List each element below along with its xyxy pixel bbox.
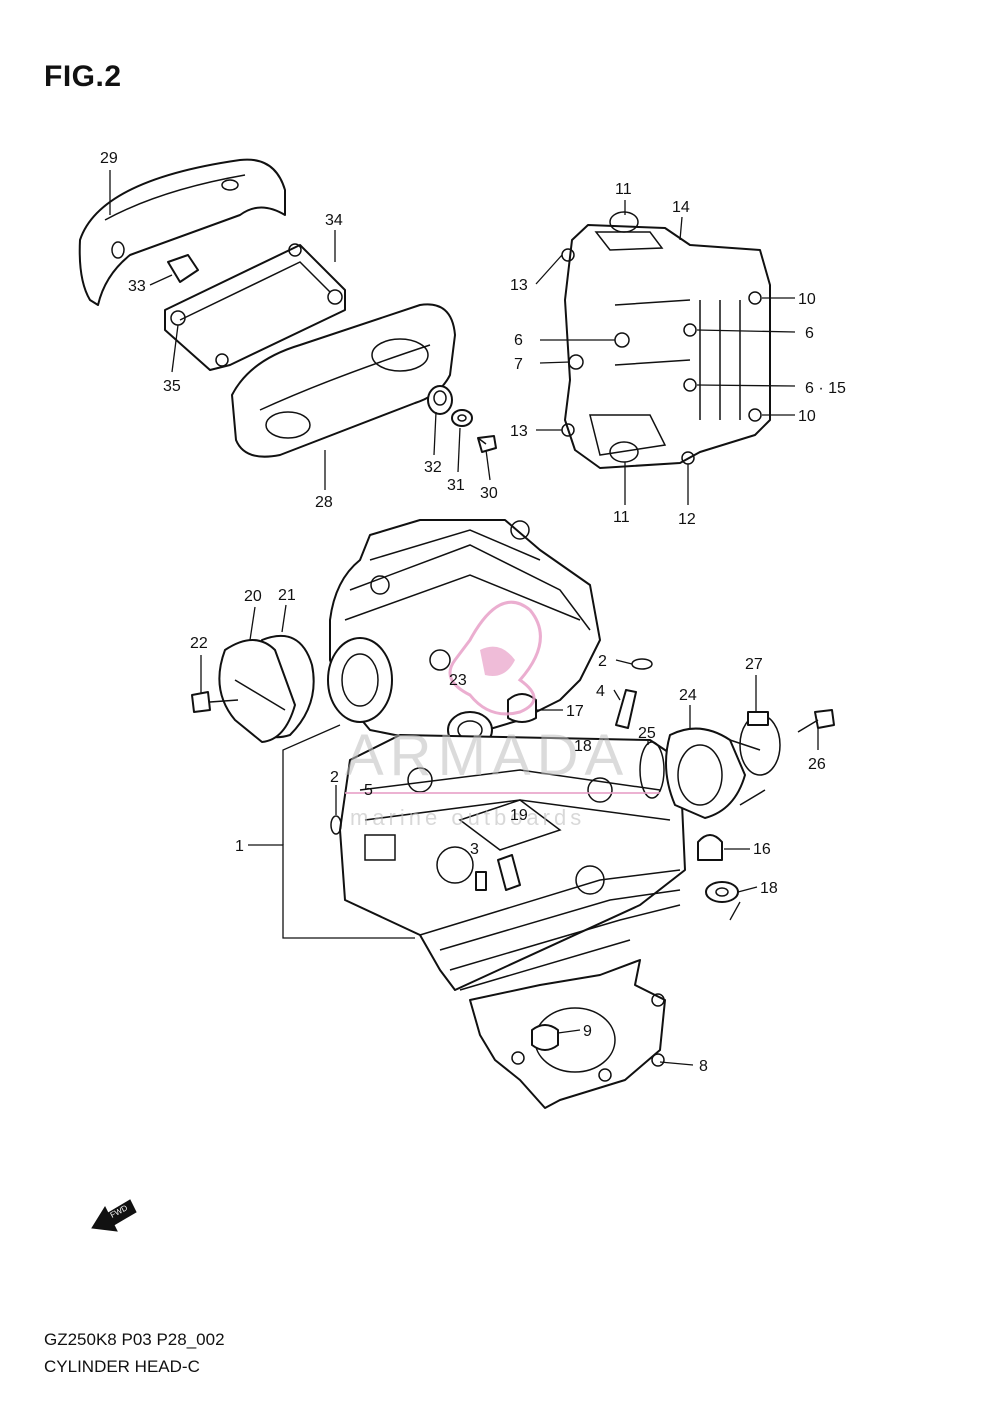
- watermark: ARMADA marine outboards: [345, 600, 660, 830]
- callout-14: 14: [672, 199, 690, 216]
- part-25-o-ring: [639, 741, 665, 799]
- part-27-clamp: [739, 711, 781, 776]
- callout-6-left: 6: [514, 332, 523, 349]
- callout-12: 12: [678, 511, 696, 528]
- part-22-bolt: [191, 691, 239, 713]
- callout-19: 19: [510, 807, 528, 824]
- callout-24: 24: [679, 687, 697, 704]
- callout-6-15: 6 · 15: [805, 380, 846, 397]
- callout-27: 27: [745, 656, 763, 673]
- part-9-dowel: [531, 1024, 559, 1051]
- callout-21: 21: [278, 587, 296, 604]
- callout-20: 20: [244, 588, 262, 605]
- callout-2-bottom: 2: [330, 769, 339, 786]
- part-18-washer: [705, 881, 739, 903]
- part-24-intake-pipe: [665, 727, 766, 819]
- part-20-side-cover: [218, 639, 296, 743]
- figure-title: FIG.2: [44, 60, 122, 93]
- callout-16: 16: [753, 841, 771, 858]
- part-8-gasket: [469, 959, 666, 1109]
- footer-diagram-name: CYLINDER HEAD-C: [44, 1357, 200, 1376]
- callout-9: 9: [583, 1023, 592, 1040]
- callout-30: 30: [480, 485, 498, 502]
- callout-22: 22: [190, 635, 208, 652]
- callout-2-top: 2: [598, 653, 607, 670]
- part-30-screw: [477, 435, 497, 453]
- watermark-tagline: marine outboards: [350, 805, 585, 830]
- part-34-bracket: [164, 243, 346, 371]
- part-32-grommet: [427, 385, 453, 415]
- part-29-cover-cap: [78, 158, 286, 306]
- leader-lines: [109, 170, 819, 1066]
- callout-11-bottom: 11: [613, 509, 630, 526]
- part-2-circlip-a: [631, 658, 653, 670]
- part-31-washer: [451, 409, 473, 427]
- callout-18-bottom: 18: [760, 880, 778, 897]
- callout-28: 28: [315, 494, 333, 511]
- callout-5: 5: [364, 782, 373, 799]
- callout-13-bottom: 13: [510, 423, 528, 440]
- footer-diagram-code: GZ250K8 P03 P28_002: [44, 1330, 225, 1349]
- part-28-heat-shield: [231, 303, 456, 458]
- callout-7: 7: [514, 356, 523, 373]
- callout-32: 32: [424, 459, 442, 476]
- callout-1: 1: [235, 838, 244, 855]
- callout-29: 29: [100, 150, 118, 167]
- part-4-pin: [615, 689, 637, 729]
- callout-10-top: 10: [798, 291, 816, 308]
- callout-4: 4: [596, 683, 605, 700]
- cylinder-head-cover: [561, 211, 771, 469]
- watermark-brand: ARMADA: [345, 723, 629, 788]
- part-2-circlip-b: [330, 815, 342, 835]
- callout-18-top: 18: [574, 738, 592, 755]
- part-17-cap: [507, 693, 537, 723]
- part-16-cap-nut: [697, 834, 723, 861]
- part-33-block: [167, 254, 199, 283]
- callout-23: 23: [449, 672, 467, 689]
- callout-33: 33: [128, 278, 146, 295]
- callout-31: 31: [447, 477, 465, 494]
- callout-34: 34: [325, 212, 343, 229]
- callout-labels: 29 34 33 35 28 32 31 30 11 14 13 10 6 6 …: [100, 150, 846, 1075]
- part-19-spark-plug: [497, 854, 521, 891]
- part-26-bolt: [797, 709, 835, 733]
- callout-35: 35: [163, 378, 181, 395]
- callout-26: 26: [808, 756, 826, 773]
- callout-25: 25: [638, 725, 656, 742]
- callout-8: 8: [699, 1058, 708, 1075]
- callout-6-right: 6: [805, 325, 814, 342]
- forward-direction-arrow: FWD: [91, 1199, 137, 1232]
- callout-11-top: 11: [615, 181, 632, 198]
- callout-3: 3: [470, 841, 479, 858]
- callout-10-bottom: 10: [798, 408, 816, 425]
- callout-13-top: 13: [510, 277, 528, 294]
- callout-17: 17: [566, 703, 584, 720]
- part-3-valve-spring: [475, 871, 487, 891]
